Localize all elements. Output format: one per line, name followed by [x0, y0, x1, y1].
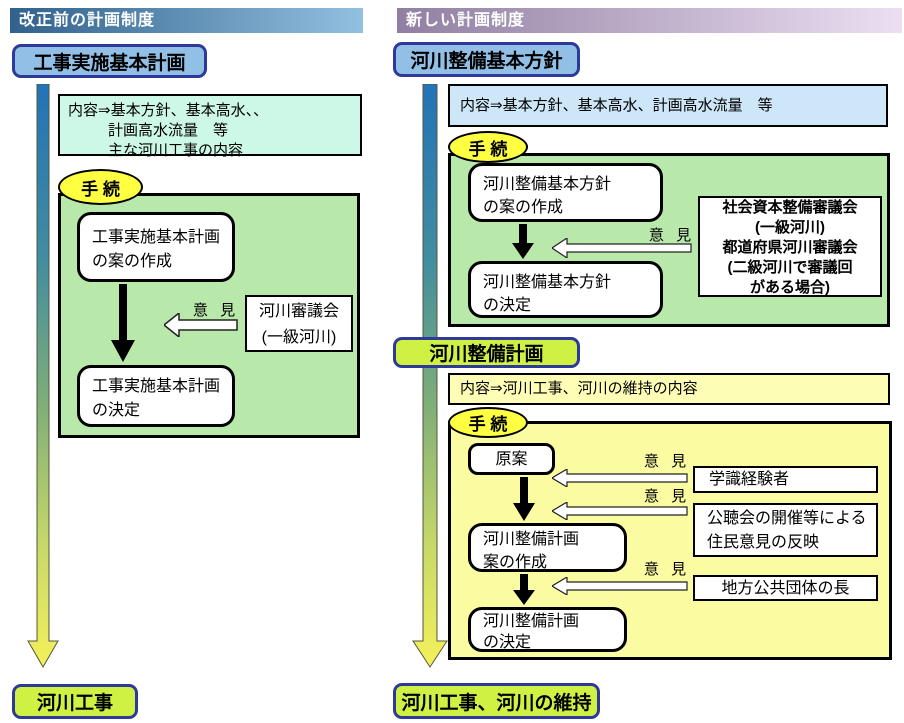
plan-title-label: 河川整備計画 — [429, 344, 544, 365]
plan-opinion-text-1: 意 見 — [643, 453, 691, 470]
opinion-left-arrow-icon — [164, 313, 238, 337]
public-hearing-line-2: 住民意見の反映 — [707, 534, 820, 551]
policy-opinion-text: 意 見 — [648, 227, 696, 244]
policy-content-box: 内容⇒基本方針、基本高水、計画高水流量 等 — [448, 84, 888, 127]
plan-step-draft-line-1: 河川整備計画 — [483, 531, 580, 548]
plan-title-box: 河川整備計画 — [393, 337, 580, 368]
plan-opinion-label-2: 意 見 — [635, 485, 699, 506]
policy-title-label: 河川整備基本方針 — [410, 51, 563, 72]
plan-procedure-ellipse: 手 続 — [448, 407, 528, 438]
flow-down-arrow-left — [27, 84, 59, 669]
river-council-line-2: (一級河川) — [261, 329, 337, 346]
new-system-column: 新しい計画制度 河川整備基本方針 内容⇒基本方針、基本高水、計画高水流量 等 手… — [380, 0, 904, 723]
infrastructure-council-line-4: (二級河川で審議回 — [727, 259, 853, 276]
river-council-line-1: 河川審議会 — [258, 303, 339, 320]
before-revision-header: 改正前の計画制度 — [10, 8, 363, 33]
local-government-box: 地方公共団体の長 — [693, 575, 878, 601]
policy-content-text: 内容⇒基本方針、基本高水、計画高水流量 等 — [460, 96, 773, 114]
before-opinion-text: 意 見 — [192, 302, 240, 319]
plan-opinion-label-3: 意 見 — [635, 558, 699, 579]
opinion-left-arrow-icon — [552, 577, 688, 595]
plan-content-box: 内容⇒河川工事、河川の維持の内容 — [448, 373, 890, 405]
policy-procedure-label: 手 続 — [468, 139, 508, 159]
infrastructure-council-line-3: 都道府県河川審議会 — [722, 239, 858, 256]
public-hearing-line-1: 公聴会の開催等による — [707, 510, 867, 527]
plan-content-text: 内容⇒河川工事、河川の維持の内容 — [460, 380, 698, 397]
plan-procedure-label: 手 続 — [468, 415, 508, 434]
before-procedure-ellipse: 手 続 — [58, 169, 143, 205]
before-outcome-label: 河川工事 — [36, 693, 113, 714]
plan-step-draft-box: 河川整備計画 案の作成 — [468, 523, 627, 572]
plan-step-decide-box: 河川整備計画 の決定 — [468, 607, 627, 652]
policy-step-decide-line-2: の決定 — [483, 297, 532, 314]
plan-opinion-text-3: 意 見 — [643, 561, 691, 578]
plan-draft-label: 原案 — [495, 450, 528, 468]
opinion-left-arrow-icon — [552, 469, 688, 487]
new-system-header: 新しい計画制度 — [397, 8, 902, 33]
infrastructure-council-box: 社会資本整備審議会 (一級河川) 都道府県河川審議会 (二級河川で審議回 がある… — [698, 196, 882, 297]
policy-step-draft-line-1: 河川整備基本方針 — [483, 176, 612, 193]
plan-opinion-text-2: 意 見 — [643, 488, 691, 505]
new-outcome-box: 河川工事、河川の維持 — [393, 683, 600, 719]
opinion-left-arrow-icon — [552, 502, 688, 520]
experts-box: 学識経験者 — [693, 466, 878, 493]
before-content-line-3: 主な河川工事の内容 — [108, 142, 244, 159]
before-content-line-2: 計画高水流量 等 — [108, 122, 229, 139]
before-step-decide-line-2: の決定 — [92, 402, 141, 419]
policy-opinion-label: 意 見 — [640, 224, 704, 245]
infrastructure-council-line-2: (一級河川) — [755, 219, 825, 236]
before-content-line-1: 内容⇒基本方針、基本高水、、 — [68, 102, 269, 119]
policy-step-decide-line-1: 河川整備基本方針 — [483, 274, 612, 291]
infrastructure-council-line-5: がある場合) — [750, 279, 830, 296]
before-revision-header-label: 改正前の計画制度 — [19, 12, 156, 29]
before-step-decide-line-1: 工事実施基本計画 — [92, 378, 221, 395]
public-hearing-box: 公聴会の開催等による 住民意見の反映 — [693, 503, 878, 557]
plan-draft-box: 原案 — [468, 443, 555, 475]
before-step-draft-line-2: の案の作成 — [92, 253, 173, 270]
plan-step-decide-line-1: 河川整備計画 — [483, 613, 580, 630]
plan-step-decide-line-2: の決定 — [483, 634, 532, 651]
construction-basic-plan-title-label: 工事実施基本計画 — [33, 52, 186, 74]
before-procedure-label: 手 続 — [81, 179, 120, 199]
plan-opinion-label-1: 意 見 — [635, 450, 699, 471]
before-content-box: 内容⇒基本方針、基本高水、、 計画高水流量 等 主な河川工事の内容 — [58, 94, 362, 159]
river-council-box: 河川審議会 (一級河川) — [245, 295, 353, 352]
experts-label: 学識経験者 — [709, 471, 790, 488]
policy-step-decide-box: 河川整備基本方針 の決定 — [468, 261, 663, 318]
policy-step-draft-box: 河川整備基本方針 の案の作成 — [468, 163, 663, 222]
plan-step-draft-line-2: 案の作成 — [483, 554, 548, 571]
before-step-draft-line-1: 工事実施基本計画 — [92, 229, 221, 246]
local-government-label: 地方公共団体の長 — [721, 580, 850, 597]
new-system-header-label: 新しい計画制度 — [406, 12, 526, 29]
opinion-left-arrow-icon — [552, 238, 692, 258]
before-opinion-label: 意 見 — [184, 299, 248, 320]
construction-basic-plan-title-box: 工事実施基本計画 — [12, 44, 207, 78]
policy-step-draft-line-2: の案の作成 — [483, 199, 564, 216]
before-outcome-box: 河川工事 — [12, 684, 138, 719]
policy-title-box: 河川整備基本方針 — [393, 42, 580, 77]
down-arrow-icon — [513, 574, 535, 605]
before-step-decide-box: 工事実施基本計画 の決定 — [77, 365, 235, 427]
down-arrow-icon — [512, 224, 534, 259]
infrastructure-council-line-1: 社会資本整備審議会 — [722, 199, 858, 216]
flow-down-arrow-right — [412, 84, 448, 668]
down-arrow-icon — [111, 284, 135, 362]
policy-procedure-ellipse: 手 続 — [448, 131, 528, 163]
new-outcome-label: 河川工事、河川の維持 — [401, 692, 592, 714]
down-arrow-icon — [513, 477, 535, 521]
before-step-draft-box: 工事実施基本計画 の案の作成 — [77, 212, 235, 282]
before-revision-column: 改正前の計画制度 工事実施基本計画 内容⇒基本方針、基本高水、、 計画高水流量 … — [0, 0, 380, 723]
